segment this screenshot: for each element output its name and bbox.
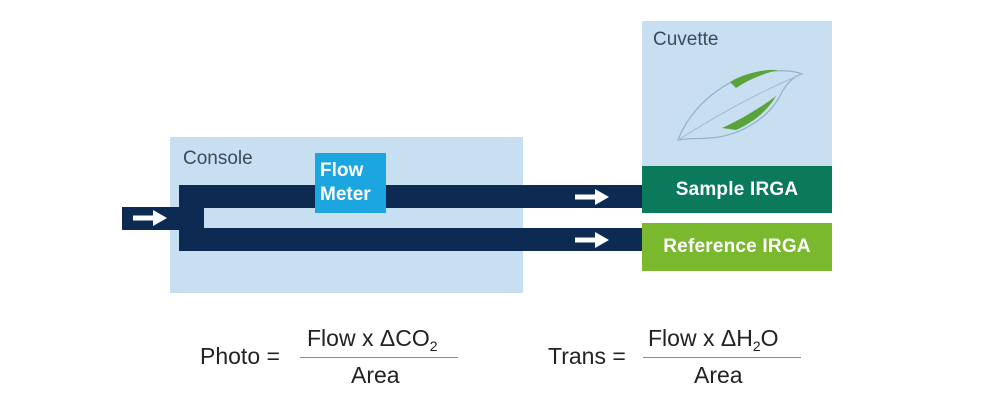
- photo-fraction-line: [300, 357, 458, 358]
- trans-fraction-line: [643, 357, 801, 358]
- photo-lhs-text: Photo: [200, 343, 261, 369]
- console-label: Console: [183, 148, 253, 169]
- photo-equals: =: [266, 343, 280, 369]
- sample-irga-label: Sample IRGA: [675, 178, 799, 200]
- right-arrow-icon: [575, 189, 609, 205]
- trans-equals: =: [612, 343, 626, 369]
- trans-denominator: Area: [694, 362, 743, 388]
- sample-pipe: [179, 185, 644, 208]
- flow-meter-box: Flow Meter: [315, 153, 386, 213]
- reference-irga-label: Reference IRGA: [663, 236, 811, 257]
- reference-irga-box: Reference IRGA: [642, 223, 832, 271]
- trans-lhs: Trans =: [548, 345, 626, 368]
- trans-lhs-text: Trans: [548, 343, 606, 369]
- right-arrow-icon: [575, 232, 609, 248]
- photo-lhs: Photo =: [200, 345, 280, 368]
- photo-numerator: Flow x ΔCO2: [307, 325, 438, 354]
- leaf-icon: [677, 69, 804, 141]
- right-arrow-icon: [133, 210, 167, 226]
- reference-pipe: [179, 228, 644, 251]
- sample-irga-box: Sample IRGA: [642, 166, 832, 213]
- flow-meter-label-line1: Flow: [320, 160, 364, 181]
- cuvette-panel: [642, 21, 832, 166]
- trans-numerator: Flow x ΔH2O: [648, 325, 779, 354]
- cuvette-label: Cuvette: [653, 29, 719, 50]
- photo-denominator: Area: [351, 362, 400, 388]
- flow-meter-label-line2: Meter: [320, 184, 371, 205]
